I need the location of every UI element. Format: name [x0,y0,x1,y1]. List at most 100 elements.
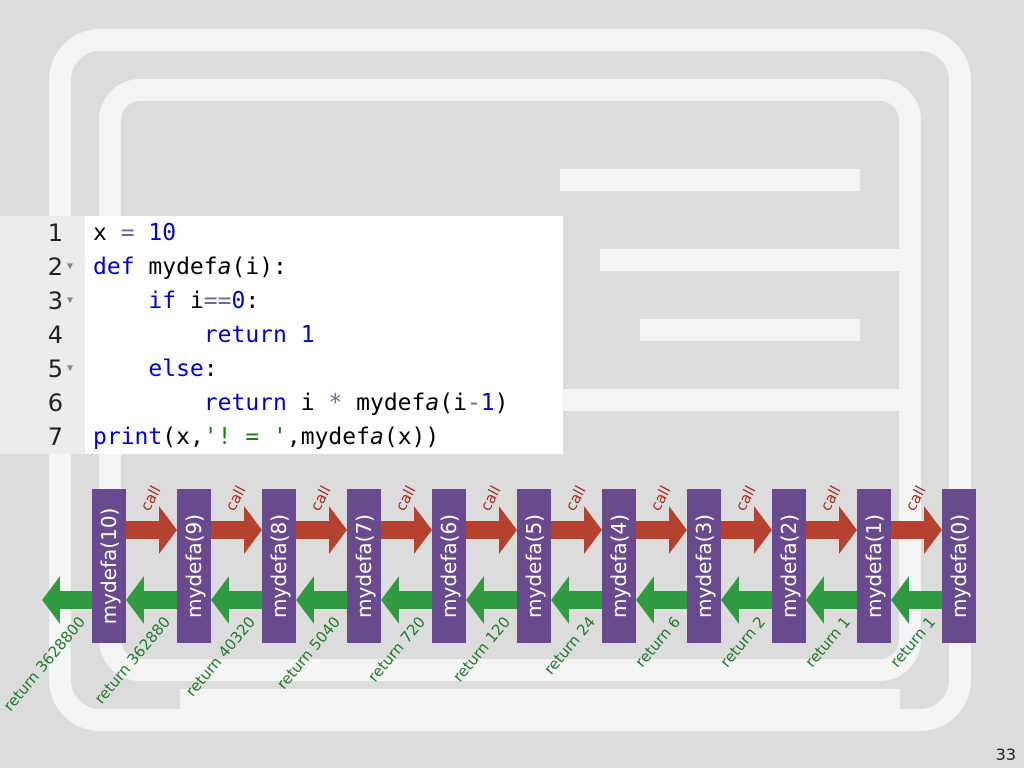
stack-frame [687,489,721,643]
return-arrow [466,576,517,624]
line-number: 3 [47,287,63,315]
return-arrow [891,576,942,624]
code-token: else [148,356,204,382]
page-number: 33 [995,745,1016,764]
line-number: 6 [47,389,63,417]
code-token: 10 [148,220,177,246]
call-arrow [806,506,857,554]
code-token: : [245,288,260,314]
stack-frame [177,489,211,643]
call-arrow [296,506,347,554]
return-arrow [42,576,92,624]
call-arrow [891,506,942,554]
stack-frame-label: mydefa(7) [352,514,376,618]
code-line: 6 return i * mydefa(i-1) [0,386,563,420]
line-number: 2 [47,253,63,281]
fold-arrow-icon[interactable]: ▼ [67,295,74,306]
return-label: return 6 [632,613,684,671]
return-arrow [636,576,687,624]
stack-frame [262,489,296,643]
code-token: (x, [162,424,204,450]
code-token: = [120,220,135,246]
code-token: '! = ' [203,424,287,450]
call-arrow [211,506,262,554]
call-arrow [126,506,177,554]
code-token: 0 [231,288,246,314]
return-arrow [381,576,432,624]
code-token: print [93,424,163,450]
stack-frame [857,489,891,643]
return-arrow [126,576,177,624]
return-label: return 1 [802,613,854,671]
code-token: ,mydef [286,424,370,450]
stack-frame-label: mydefa(3) [692,514,716,618]
code-text: else: [93,352,218,386]
code-text: return i * mydefa(i-1) [93,386,509,420]
stack-frame-label: mydefa(5) [522,514,546,618]
code-text: x = 10 [93,216,176,250]
stack-frame-label: mydefa(10) [97,508,121,625]
code-line: 4 return 1 [0,318,563,352]
line-number-gutter [0,216,85,454]
code-token: * [328,390,343,416]
code-token: i [176,288,204,314]
fold-arrow-icon[interactable]: ▼ [67,363,74,374]
code-token: return [203,390,287,416]
stack-frame [432,489,466,643]
stack-frame-label: mydefa(0) [947,514,971,618]
stack-frame [347,489,381,643]
code-token: i [286,390,329,416]
return-arrow [211,576,262,624]
code-token: a [217,254,232,280]
code-token: x [93,220,121,246]
code-token: ) [494,390,509,416]
line-number: 5 [47,355,63,383]
code-line: 1 x = 10 [0,216,563,250]
stack-frame [517,489,551,643]
code-token: : [203,356,218,382]
call-arrow [721,506,772,554]
code-text: print(x,'! = ',mydefa(x)) [93,420,439,454]
call-arrow [381,506,432,554]
stack-frame-label: mydefa(1) [862,514,886,618]
code-token: def [93,254,135,280]
line-number: 4 [47,321,63,349]
return-label: return 1 [887,613,939,671]
code-token: 1 [480,390,495,416]
stack-frame-label: mydefa(4) [607,514,631,618]
code-token: a [425,390,440,416]
stack-frame [92,489,126,643]
return-arrow [551,576,602,624]
stack-frame [602,489,636,643]
line-number: 7 [47,423,63,451]
code-token: (i [439,390,467,416]
call-arrow [636,506,687,554]
stack-frame-label: mydefa(9) [182,514,206,618]
code-line: 2 ▼ def mydefa(i): [0,250,563,284]
return-arrow [721,576,772,624]
code-token: (i): [231,254,287,280]
stack-frame [772,489,806,643]
stack-frame-label: mydefa(2) [777,514,801,618]
code-token: return [203,322,287,348]
code-token: - [466,390,481,416]
code-text: def mydefa(i): [93,250,287,284]
code-token: 1 [300,322,315,348]
fold-arrow-icon[interactable]: ▼ [67,261,74,272]
code-token: mydef [342,390,426,416]
code-token: == [203,288,232,314]
code-token: if [148,288,177,314]
return-arrow [806,576,857,624]
code-token: (x)) [383,424,440,450]
line-number: 1 [47,219,63,247]
code-token: mydef [134,254,218,280]
code-text: if i==0: [93,284,259,318]
return-label: return 3628800 [0,613,89,715]
code-line: 7 print(x,'! = ',mydefa(x)) [0,420,563,454]
stack-frame [942,489,976,643]
call-arrow [551,506,602,554]
stack-frame-label: mydefa(8) [267,514,291,618]
code-line: 5 ▼ else: [0,352,563,386]
code-text: return 1 [93,318,315,352]
